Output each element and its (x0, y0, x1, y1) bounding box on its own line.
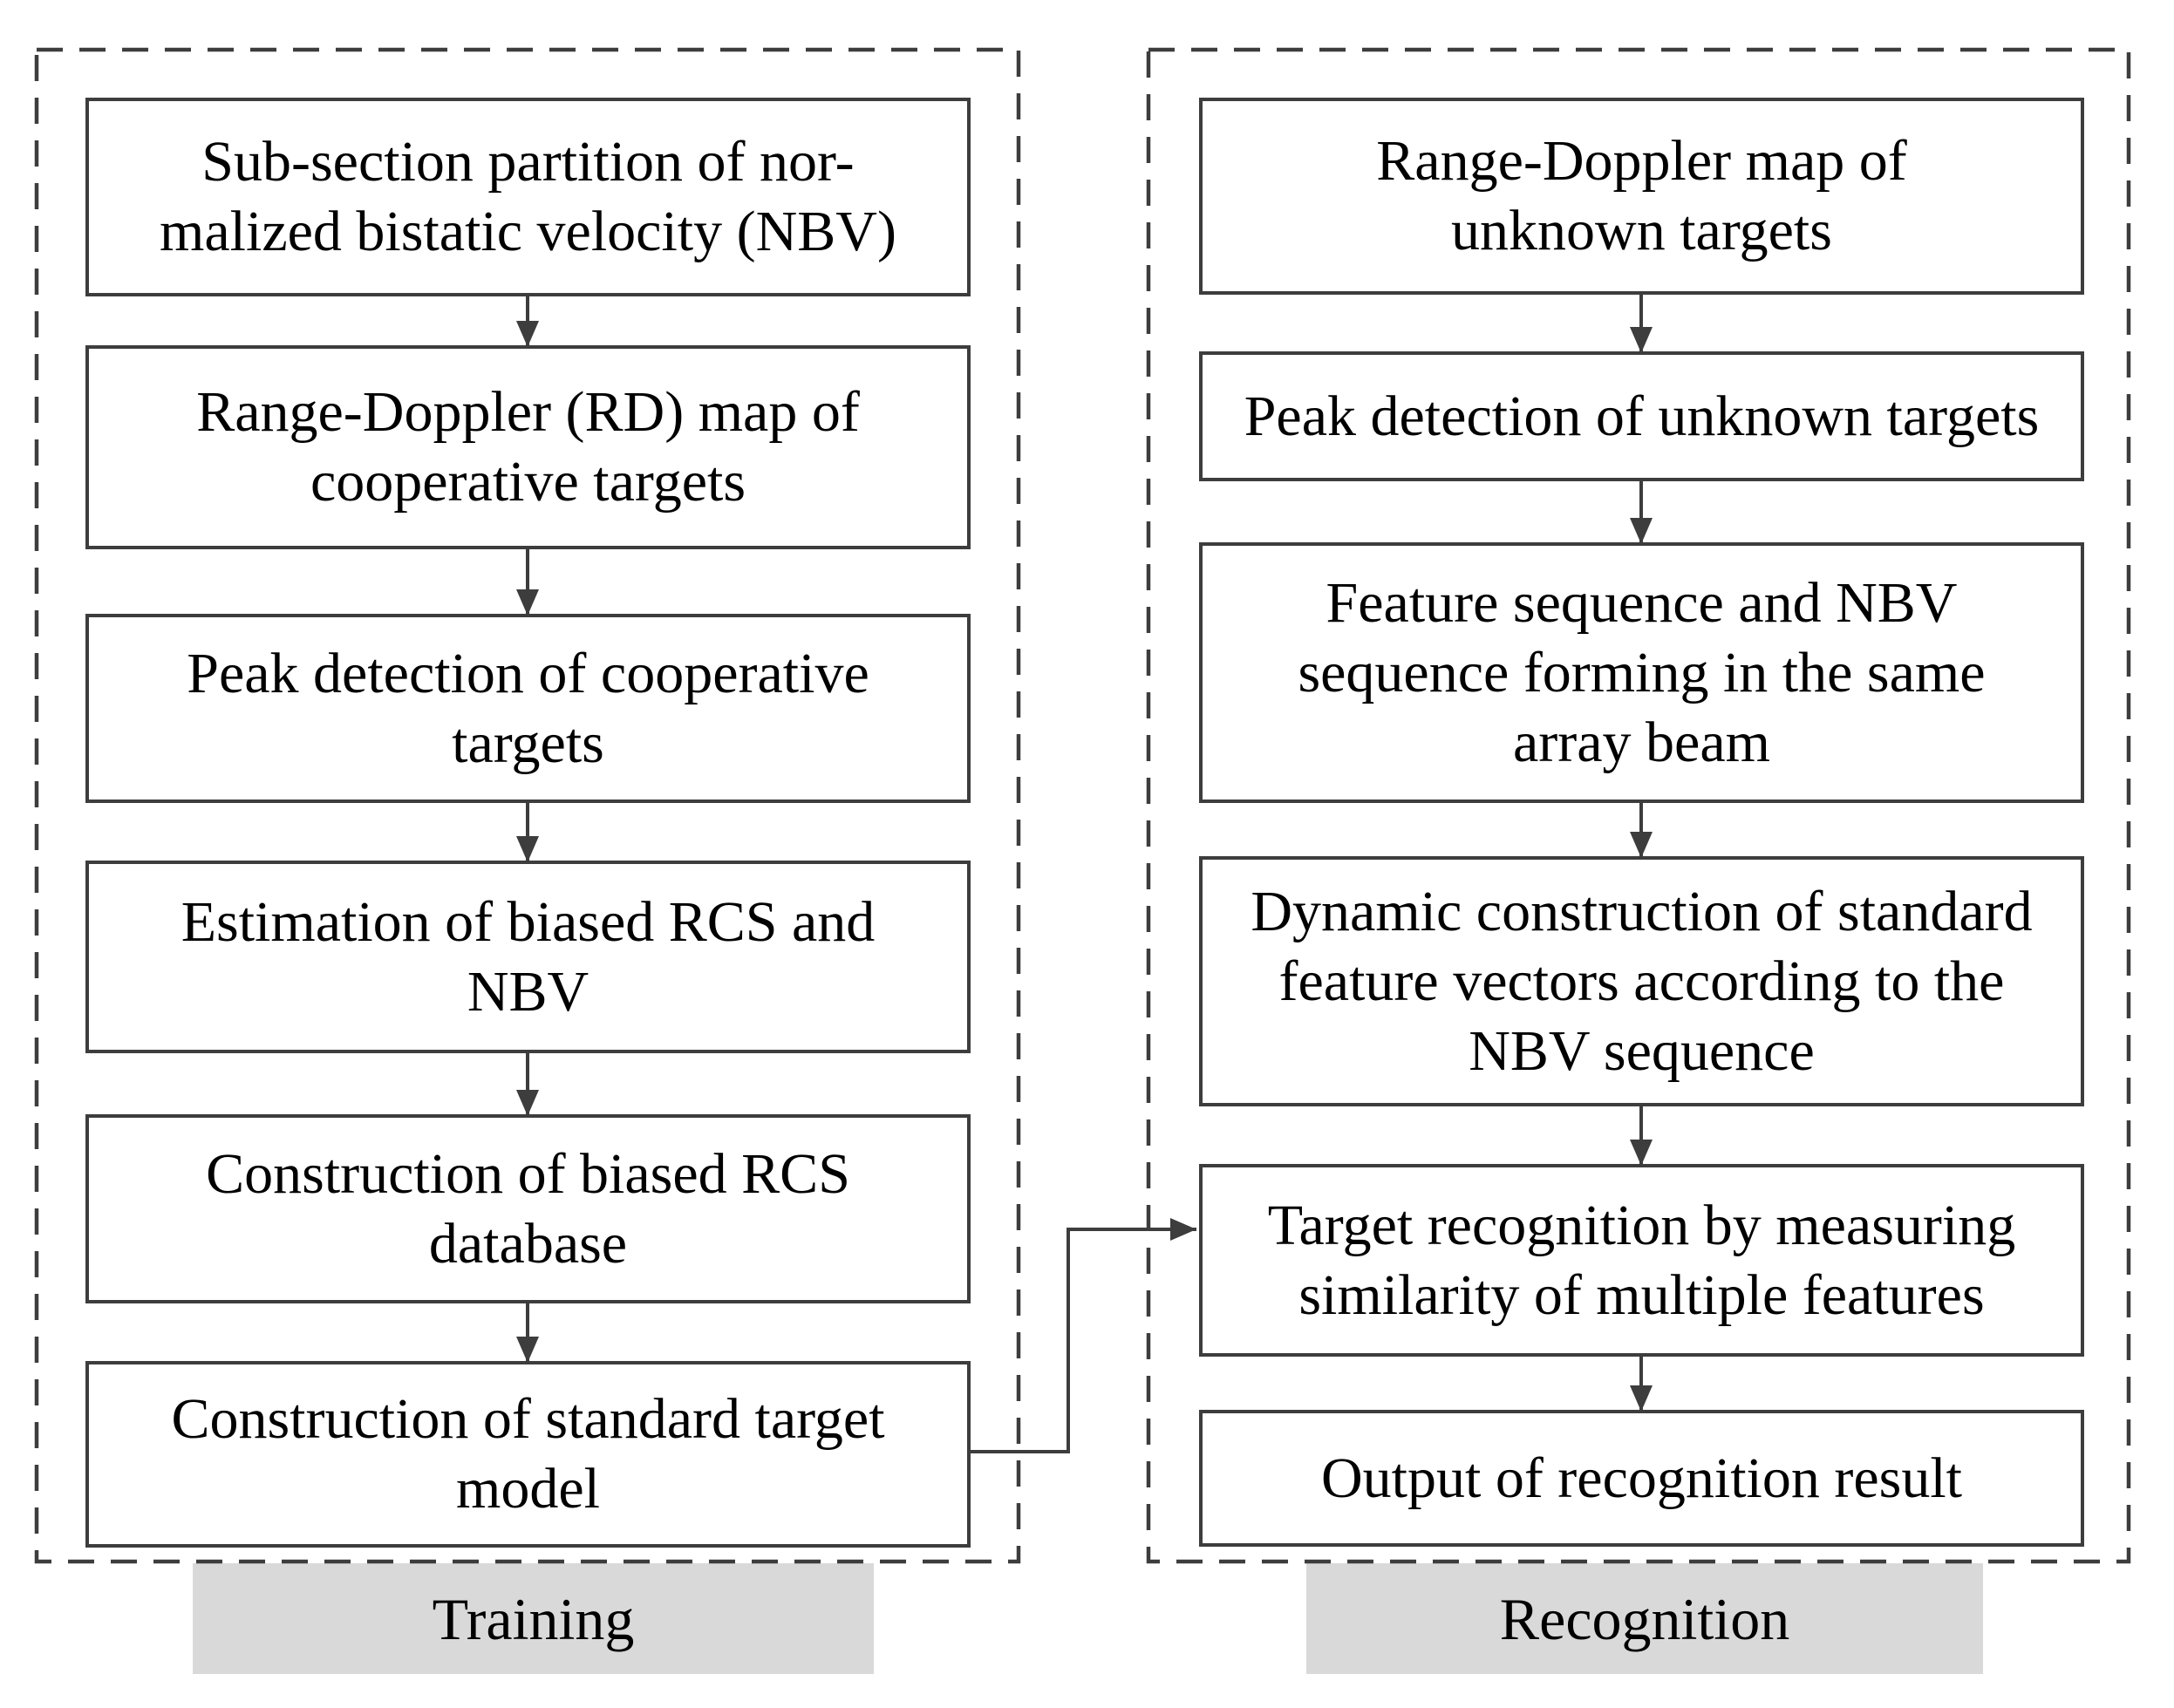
recognition-phase-label: Recognition (1306, 1563, 1983, 1674)
training-step-4-box: Estimation of biased RCS and NBV (85, 861, 971, 1053)
recognition-step-6-box: Output of recognition result (1199, 1410, 2084, 1547)
recognition-step-4-box: Dynamic construction of standard feature… (1199, 856, 2084, 1106)
training-step-1-box: Sub-section partition of nor- malized bi… (85, 98, 971, 296)
training-step-2-box: Range-Doppler (RD) map of cooperative ta… (85, 345, 971, 549)
training-step-5-box: Construction of biased RCS database (85, 1114, 971, 1303)
training-to-recognition-arrow (971, 1218, 1196, 1453)
recognition-step-2-box: Peak detection of unknown targets (1199, 351, 2084, 481)
recognition-step-3-box: Feature sequence and NBV sequence formin… (1199, 542, 2084, 803)
training-phase-label: Training (193, 1563, 874, 1674)
training-step-3-box: Peak detection of cooperative targets (85, 614, 971, 803)
recognition-step-5-box: Target recognition by measuring similari… (1199, 1164, 2084, 1357)
training-step-6-box: Construction of standard target model (85, 1361, 971, 1548)
recognition-step-1-box: Range-Doppler map of unknown targets (1199, 98, 2084, 295)
